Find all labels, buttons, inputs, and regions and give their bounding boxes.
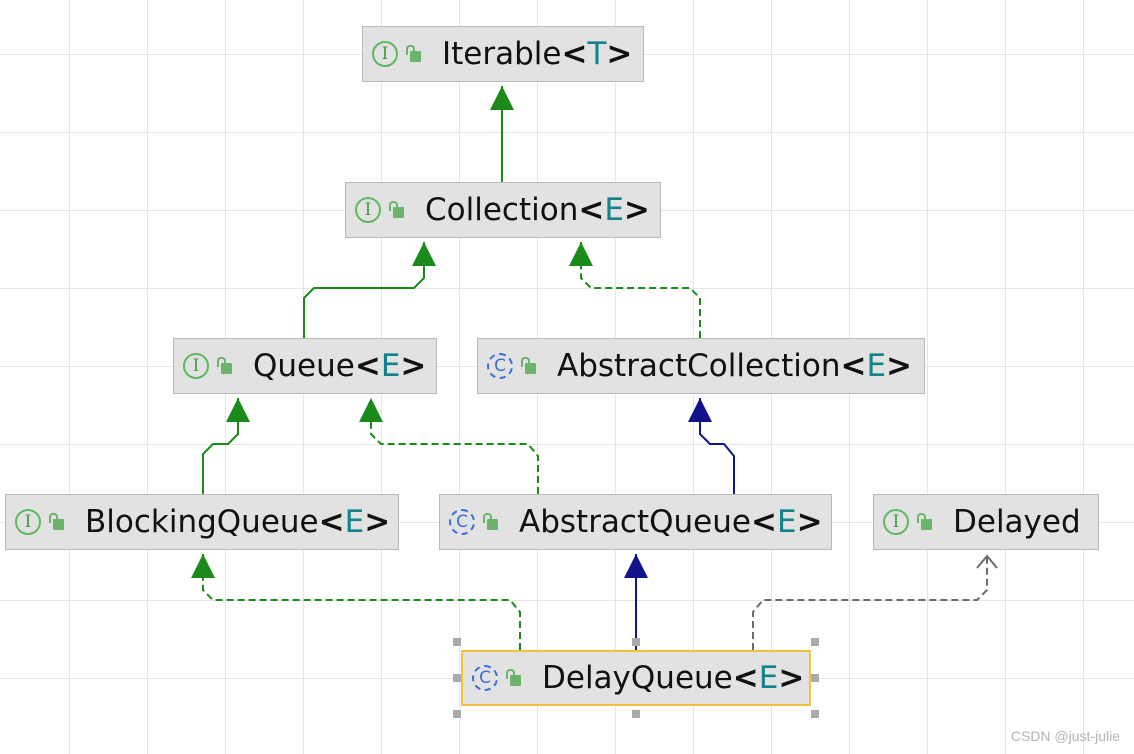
type-parameter: E — [380, 348, 401, 384]
generic-open-bracket: < — [578, 192, 605, 228]
type-parameter: E — [776, 504, 797, 540]
generic-close-bracket: > — [886, 348, 913, 384]
filled-arrowhead — [490, 86, 514, 110]
type-parameter: E — [604, 192, 624, 228]
interface-icon: I — [372, 41, 398, 67]
abstract-class-icon: C — [487, 353, 513, 379]
edge-abstract-queue-to-abstract-collection — [688, 398, 735, 494]
selection-handle[interactable] — [632, 710, 640, 718]
type-parameter: E — [866, 348, 887, 384]
generic-open-bracket: < — [732, 660, 759, 696]
abstract-collection-label: AbstractCollection<E> — [557, 348, 912, 384]
selection-handle[interactable] — [453, 638, 461, 646]
public-lock-icon — [389, 199, 405, 221]
generic-close-bracket: > — [400, 348, 427, 384]
delayed-label: Delayed — [953, 504, 1081, 540]
edge-blocking-queue-to-queue — [202, 398, 250, 494]
queue-label: Queue<E> — [253, 348, 426, 384]
public-lock-icon — [506, 667, 522, 689]
selection-handle[interactable] — [811, 674, 819, 682]
class-icon: C — [472, 665, 498, 691]
node-name: BlockingQueue — [85, 504, 319, 540]
node-name: Iterable — [442, 36, 562, 72]
generic-open-bracket: < — [354, 348, 381, 384]
abstract-queue-node[interactable]: C AbstractQueue<E> — [439, 494, 832, 550]
edge-delay-queue-to-blocking-queue — [191, 554, 521, 650]
node-name: DelayQueue — [542, 660, 733, 696]
blocking-queue-label: BlockingQueue<E> — [85, 504, 390, 540]
public-lock-icon — [49, 511, 65, 533]
filled-arrowhead — [359, 398, 383, 422]
filled-arrowhead — [412, 242, 436, 266]
type-parameter: E — [344, 504, 365, 540]
edge-queue-to-collection — [303, 242, 436, 338]
filled-arrowhead — [569, 242, 593, 266]
collection-label: Collection<E> — [425, 192, 650, 228]
generic-close-bracket: > — [623, 192, 650, 228]
node-name: AbstractQueue — [519, 504, 751, 540]
public-lock-icon — [217, 355, 233, 377]
iterable-node[interactable]: I Iterable<T> — [362, 26, 644, 82]
open-arrowhead — [976, 554, 998, 569]
delay-queue-label: DelayQueue<E> — [542, 660, 804, 696]
type-parameter: T — [587, 36, 607, 72]
collection-node[interactable]: I Collection<E> — [345, 182, 661, 238]
abstract-queue-label: AbstractQueue<E> — [519, 504, 823, 540]
edge-collection-to-iterable — [490, 86, 514, 182]
generic-open-bracket: < — [318, 504, 345, 540]
edge-delay-queue-to-abstract-queue — [624, 554, 648, 650]
abstract-collection-node[interactable]: C AbstractCollection<E> — [477, 338, 925, 394]
public-lock-icon — [483, 511, 499, 533]
generic-open-bracket: < — [750, 504, 777, 540]
selection-handle[interactable] — [811, 638, 819, 646]
interface-icon: I — [355, 197, 381, 223]
public-lock-icon — [406, 43, 422, 65]
blocking-queue-node[interactable]: I BlockingQueue<E> — [5, 494, 399, 550]
edge-delay-queue-to-delayed — [752, 554, 998, 650]
interface-icon: I — [183, 353, 209, 379]
node-name: AbstractCollection — [557, 348, 841, 384]
generic-open-bracket: < — [561, 36, 588, 72]
iterable-label: Iterable<T> — [442, 36, 632, 72]
edge-abstract-queue-to-queue — [359, 398, 539, 494]
selection-handle[interactable] — [453, 674, 461, 682]
watermark: CSDN @just-julie — [1010, 728, 1120, 744]
generic-close-bracket: > — [778, 660, 805, 696]
node-name: Collection — [425, 192, 579, 228]
selection-handle[interactable] — [632, 638, 640, 646]
edge-abstract-collection-to-collection — [569, 242, 701, 338]
generic-close-bracket: > — [796, 504, 823, 540]
generic-open-bracket: < — [840, 348, 867, 384]
generic-close-bracket: > — [606, 36, 633, 72]
type-parameter: E — [758, 660, 779, 696]
node-name: Queue — [253, 348, 355, 384]
delayed-node[interactable]: I Delayed — [873, 494, 1099, 550]
abstract-class-icon: C — [449, 509, 475, 535]
filled-arrowhead — [624, 554, 648, 578]
public-lock-icon — [917, 511, 933, 533]
public-lock-icon — [521, 355, 537, 377]
delay-queue-node[interactable]: C DelayQueue<E> — [461, 650, 811, 706]
filled-arrowhead — [226, 398, 250, 422]
node-name: Delayed — [953, 504, 1081, 540]
interface-icon: I — [883, 509, 909, 535]
interface-icon: I — [15, 509, 41, 535]
generic-close-bracket: > — [364, 504, 391, 540]
selection-handle[interactable] — [453, 710, 461, 718]
filled-arrowhead — [688, 398, 712, 422]
queue-node[interactable]: I Queue<E> — [173, 338, 437, 394]
filled-arrowhead — [191, 554, 215, 578]
selection-handle[interactable] — [811, 710, 819, 718]
